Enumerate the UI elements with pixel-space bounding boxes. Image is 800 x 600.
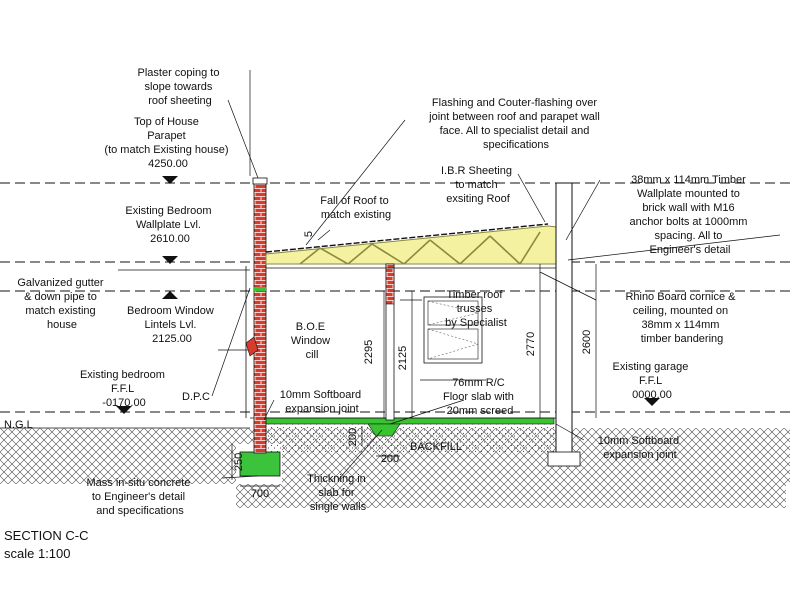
hardcore-fill (262, 424, 554, 452)
boe-window-cill (245, 336, 259, 357)
floor-slab (250, 417, 560, 437)
label-gutter: Galvanized gutter & down pipe to match e… (17, 277, 106, 331)
annotations: Plaster coping to slope towards roof she… (4, 67, 750, 517)
dim-2600: 2600 (581, 330, 593, 354)
brick-wall (252, 177, 268, 454)
label-bedroom-wallplate: Existing Bedroom Wallplate Lvl. 2610.00 (125, 205, 214, 245)
label-backfill: BACKFILL (410, 441, 462, 453)
brick-wall-body (253, 182, 267, 454)
label-garage-ffl: Existing garage F.F.L 0000.00 (613, 361, 692, 401)
section-title-block: SECTION C-C scale 1:100 (4, 528, 89, 561)
label-softboard-right: 10mm Softboard expansion joint (598, 435, 682, 461)
marker-2125 (162, 291, 178, 299)
dim-200-horizontal: 200 (381, 453, 399, 465)
label-dpc: D.P.C (182, 391, 210, 403)
label-lintels: Bedroom Window Lintels Lvl. 2125.00 (127, 305, 217, 345)
section-scale: scale 1:100 (4, 546, 71, 561)
label-thickning: Thickning in slab for single walls (307, 473, 369, 513)
dimension-lines (231, 264, 597, 487)
label-ngl: N.G.L (4, 419, 33, 431)
label-boe: B.O.E Window cill (291, 321, 333, 361)
slab-thickening (367, 423, 401, 437)
slab-screed (261, 417, 555, 425)
marker-garage-ffl (644, 398, 660, 406)
marker-2610 (162, 256, 178, 264)
marker-bedroom-ffl (116, 406, 132, 414)
dim-2295: 2295 (363, 340, 375, 364)
ground-hatch-lower (236, 484, 786, 508)
label-softboard-top: 10mm Softboard expansion joint (280, 389, 364, 415)
right-column (555, 182, 573, 456)
post-top-brick (385, 263, 395, 305)
dim-2770: 2770 (525, 332, 537, 356)
dim-200-vertical: 200 (347, 428, 359, 446)
section-title: SECTION C-C (4, 528, 89, 543)
roof-trusses (265, 223, 566, 265)
plaster-coping (252, 177, 268, 185)
garage-window-pane-bottom (427, 328, 479, 360)
label-slab: 76mm R/C Floor slab with 20mm screed (443, 377, 517, 417)
label-top-parapet: Top of House Parapet (to match Existing … (104, 116, 231, 170)
ground (0, 424, 800, 514)
label-coping: Plaster coping to slope towards roof she… (138, 67, 223, 107)
window-opening-lines (427, 300, 479, 360)
marker-4250 (162, 176, 178, 184)
dim-fall-5: 5 (303, 231, 315, 237)
label-rhino: Rhino Board cornice & ceiling, mounted o… (625, 291, 738, 345)
dim-2125: 2125 (397, 346, 409, 370)
mass-concrete-footing (239, 451, 281, 477)
label-fall: Fall of Roof to match existing (320, 195, 392, 221)
label-bedroom-ffl: Existing bedroom F.F.L -0170.00 (80, 369, 168, 409)
truss-webs (299, 231, 541, 265)
dim-700: 700 (251, 488, 269, 500)
level-markers (116, 176, 660, 414)
existing-window (245, 266, 259, 418)
posts (385, 182, 581, 467)
right-column-base (547, 451, 581, 467)
wall-dpc-band (254, 287, 266, 291)
garage-window-pane-top (427, 300, 479, 326)
leaders (118, 70, 781, 481)
ibr-sheeting (265, 223, 549, 253)
label-ibr: I.B.R Sheeting to match exsiting Roof (441, 165, 515, 205)
label-flashing: Flashing and Couter-flashing over joint … (428, 97, 603, 151)
label-mass-concrete: Mass in-situ concrete to Engineer's deta… (87, 477, 194, 517)
dim-250: 250 (233, 453, 245, 471)
label-wallplate-note: 38mm x 114mm Timber Wallplate mounted to… (629, 174, 750, 256)
label-trusses: Timber roof trusses by Specialist (445, 289, 507, 329)
garage-window (420, 296, 486, 381)
dimension-text: 2295 2125 2770 2600 250 700 200 200 5 (233, 231, 593, 500)
